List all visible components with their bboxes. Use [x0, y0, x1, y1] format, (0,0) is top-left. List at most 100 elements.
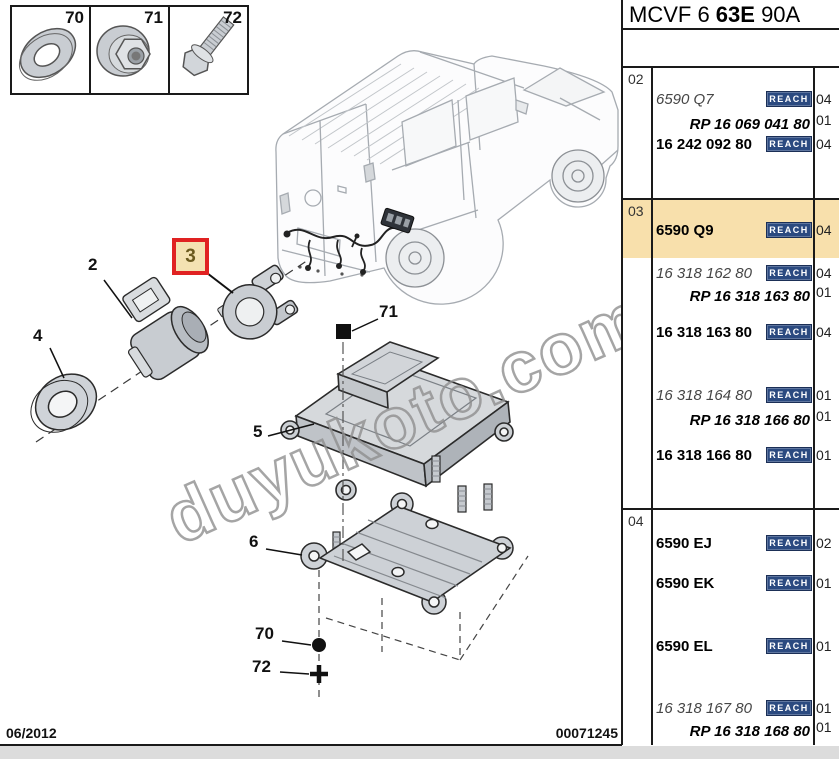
reach-badge[interactable]: REACH [766, 324, 812, 340]
page-bottom-border [0, 744, 622, 746]
part-reference[interactable]: 6590 EL [656, 638, 713, 655]
column-divider [651, 68, 653, 198]
hardware-box-72[interactable]: 72 [168, 5, 249, 95]
quantity: 01 [816, 719, 832, 735]
square-marker-71 [336, 324, 351, 339]
callout-70[interactable]: 70 [255, 624, 274, 643]
header-divider [623, 28, 839, 30]
part-reference[interactable]: 16 318 164 80 [656, 387, 752, 404]
part-reference[interactable]: 6590 EJ [656, 535, 712, 552]
reach-badge[interactable]: REACH [766, 91, 812, 107]
item-number: 02 [628, 71, 644, 87]
quantity: 01 [816, 112, 832, 128]
callout-4[interactable]: 4 [33, 326, 43, 345]
part-reference[interactable]: RP 16 318 168 80 [689, 723, 810, 740]
quantity: 01 [816, 284, 832, 300]
page-edge-strip [0, 746, 839, 759]
cross-marker-72 [310, 665, 328, 683]
part-reference[interactable]: 16 318 163 80 [656, 324, 752, 341]
part-reference[interactable]: 16 318 167 80 [656, 700, 752, 717]
reach-badge[interactable]: REACH [766, 638, 812, 654]
reach-badge[interactable]: REACH [766, 535, 812, 551]
harness-on-van [286, 227, 404, 271]
ecu-module-part [280, 341, 514, 501]
quantity: 04 [816, 265, 832, 281]
part-reference[interactable]: 6590 Q7 [656, 91, 714, 108]
part-reference[interactable]: RP 16 318 166 80 [689, 412, 810, 429]
quantity: 01 [816, 575, 832, 591]
part-reference[interactable]: RP 16 069 041 80 [689, 116, 810, 133]
bolt-icon [182, 16, 235, 77]
part-reference[interactable]: 16 242 092 80 [656, 136, 752, 153]
sensor-ring-part [30, 373, 98, 433]
hardware-box-70[interactable]: 70 [10, 5, 91, 95]
document-number: 00071245 [555, 725, 618, 741]
hardware-legend: 70 71 72 [10, 5, 249, 95]
reach-badge[interactable]: REACH [766, 136, 812, 152]
leader-lines [49, 272, 379, 675]
quantity: 04 [816, 136, 832, 152]
hardware-box-number: 71 [144, 8, 163, 27]
part-reference[interactable]: 6590 EK [656, 575, 715, 592]
part-reference[interactable]: RP 16 318 163 80 [689, 288, 810, 305]
hardware-box-number: 70 [65, 8, 84, 27]
circle-marker-70 [312, 638, 326, 652]
hardware-box-71[interactable]: 71 [89, 5, 170, 95]
catalog-reference-title: MCVF 6 63E 90A [629, 2, 801, 27]
quantity: 01 [816, 387, 832, 403]
part-row[interactable]: RP 16 069 041 80 01 [623, 112, 839, 134]
callout-71[interactable]: 71 [379, 302, 398, 321]
callout-5[interactable]: 5 [253, 422, 263, 441]
reach-badge[interactable]: REACH [766, 447, 812, 463]
column-divider [651, 200, 653, 508]
callout-72[interactable]: 72 [252, 657, 271, 676]
callout-3-selected[interactable]: 3 [172, 238, 209, 275]
part-row[interactable]: RP 16 318 163 80 01 [623, 284, 839, 306]
reach-badge[interactable]: REACH [766, 222, 812, 238]
reach-badge[interactable]: REACH [766, 700, 812, 716]
van-illustration [275, 50, 619, 305]
quantity: 04 [816, 91, 832, 107]
reach-badge[interactable]: REACH [766, 265, 812, 281]
quantity: 02 [816, 535, 832, 551]
column-divider [651, 510, 653, 745]
bracket-studs [332, 455, 493, 555]
reach-badge[interactable]: REACH [766, 575, 812, 591]
item-number: 04 [628, 513, 644, 529]
quantity: 04 [816, 222, 832, 238]
hardware-box-number: 72 [223, 8, 242, 27]
item-number: 03 [628, 203, 644, 219]
part-reference[interactable]: 16 318 166 80 [656, 447, 752, 464]
part-reference[interactable]: 16 318 162 80 [656, 265, 752, 282]
callout-2[interactable]: 2 [88, 255, 98, 274]
part-reference[interactable]: 6590 Q9 [656, 222, 714, 239]
callout-3-label: 3 [185, 245, 196, 267]
mounting-bracket-part [300, 455, 514, 615]
exploded-diagram-svg [30, 50, 619, 700]
column-divider [813, 200, 815, 508]
quantity: 01 [816, 447, 832, 463]
part-row[interactable]: RP 16 318 168 80 01 [623, 719, 839, 741]
callout-6[interactable]: 6 [249, 532, 259, 551]
quantity: 01 [816, 700, 832, 716]
quantity: 04 [816, 324, 832, 340]
sensor-holder-part [217, 264, 299, 340]
reach-badge[interactable]: REACH [766, 387, 812, 403]
